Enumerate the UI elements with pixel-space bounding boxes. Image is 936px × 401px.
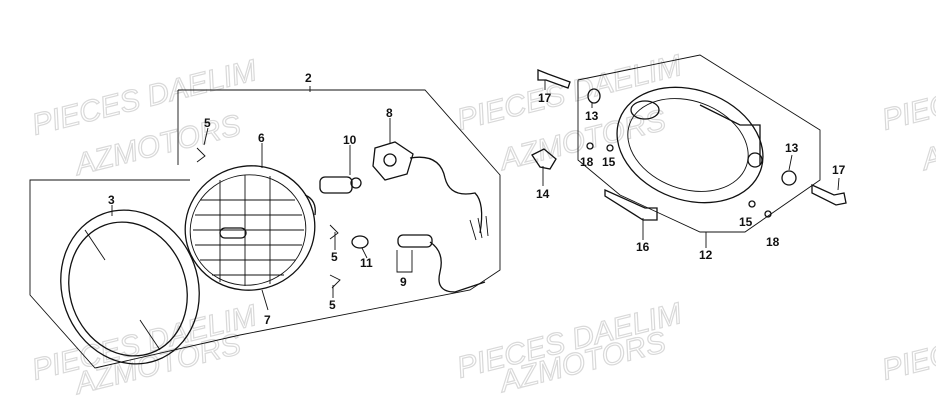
callout-labels: 2 3 5 6 7 8 10 5 11 9 5 17 13 18 15 14 1…	[108, 71, 846, 327]
callout-18: 18	[766, 235, 780, 249]
callout-15: 15	[739, 215, 753, 229]
case-assembly-outline	[577, 54, 821, 233]
callout-2: 2	[305, 71, 312, 85]
callout-16: 16	[636, 240, 650, 254]
leader-lines	[111, 80, 840, 311]
hardware	[531, 69, 847, 221]
callout-17: 17	[832, 163, 846, 177]
callout-7: 7	[264, 313, 271, 327]
callout-18: 18	[580, 155, 594, 169]
watermark-text: PIECES DAELIM	[879, 299, 936, 387]
bulb-parts	[196, 141, 489, 293]
callout-15: 15	[602, 155, 616, 169]
assembly-outlines	[29, 54, 821, 369]
logo-plate	[219, 227, 247, 239]
headlight-rim	[60, 209, 200, 365]
headlight-assembly-outline	[29, 89, 501, 369]
callout-6: 6	[258, 131, 265, 145]
headlight-case	[616, 86, 764, 204]
headlight-lens-unit	[184, 165, 316, 291]
callout-10: 10	[343, 133, 357, 147]
callout-14: 14	[536, 187, 550, 201]
callout-8: 8	[386, 106, 393, 120]
callout-13: 13	[785, 141, 799, 155]
callout-5: 5	[204, 116, 211, 130]
callout-3: 3	[108, 193, 115, 207]
callout-11: 11	[360, 256, 373, 270]
callout-9: 9	[400, 275, 407, 289]
callout-13: 13	[585, 109, 599, 123]
watermark-text: PIECES DAELIM	[879, 49, 936, 137]
callout-12: 12	[699, 248, 713, 262]
callout-17: 17	[538, 91, 552, 105]
watermarks: PIECES DAELIM AZMOTORS PIECES DAELIM AZM…	[28, 49, 936, 401]
callout-5: 5	[331, 250, 338, 264]
callout-5: 5	[329, 298, 336, 312]
